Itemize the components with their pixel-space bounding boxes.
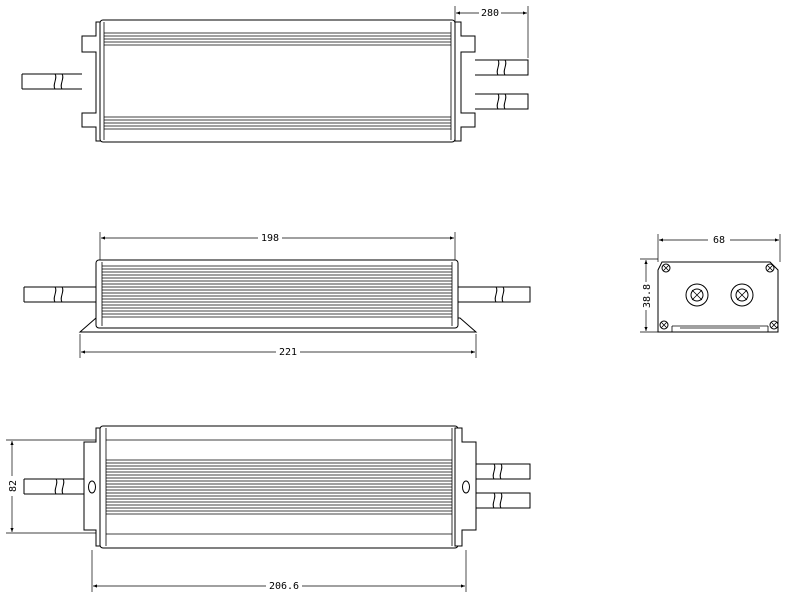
bottom-fins xyxy=(106,459,452,515)
dim-bottom-length: 206.6 xyxy=(269,581,299,592)
top-left-cable xyxy=(21,73,82,90)
dim-end-width: 68 xyxy=(713,235,725,246)
end-cable-glands xyxy=(685,283,754,307)
end-view: 68 38.8 xyxy=(640,234,781,333)
bottom-width-dimension: 82 xyxy=(6,439,96,534)
bottom-right-mounting-hole xyxy=(462,480,470,494)
top-right-cables xyxy=(475,59,529,110)
end-height-dimension: 38.8 xyxy=(640,258,658,333)
top-body xyxy=(99,19,456,143)
bottom-left-cable xyxy=(23,478,84,495)
side-left-cable xyxy=(23,286,96,303)
end-corner-screws xyxy=(659,263,779,330)
side-fins xyxy=(102,265,452,318)
end-width-dimension: 68 xyxy=(657,234,781,262)
bottom-length-dimension: 206.6 xyxy=(91,550,467,592)
side-right-cable xyxy=(458,286,531,303)
bottom-view: 82 xyxy=(6,425,531,592)
top-view: 280 xyxy=(21,6,529,143)
top-right-bracket xyxy=(454,21,476,142)
side-view: 198 xyxy=(23,232,531,358)
bottom-left-mounting-hole xyxy=(88,480,96,494)
dim-body-length: 198 xyxy=(261,233,279,244)
dim-top-cable-length: 280 xyxy=(481,8,499,19)
bottom-right-cables xyxy=(476,463,531,509)
end-outline xyxy=(657,261,779,333)
top-lower-grooves xyxy=(104,116,451,130)
total-length-dimension: 221 xyxy=(79,334,477,358)
dim-total-length: 221 xyxy=(279,347,297,358)
top-upper-grooves xyxy=(104,32,451,46)
dim-end-height: 38.8 xyxy=(642,284,653,308)
body-length-dimension: 198 xyxy=(99,232,456,260)
side-body xyxy=(95,259,459,329)
cable-length-dimension: 280 xyxy=(454,6,529,58)
dim-bottom-width: 82 xyxy=(8,480,19,492)
top-left-bracket xyxy=(81,21,103,142)
